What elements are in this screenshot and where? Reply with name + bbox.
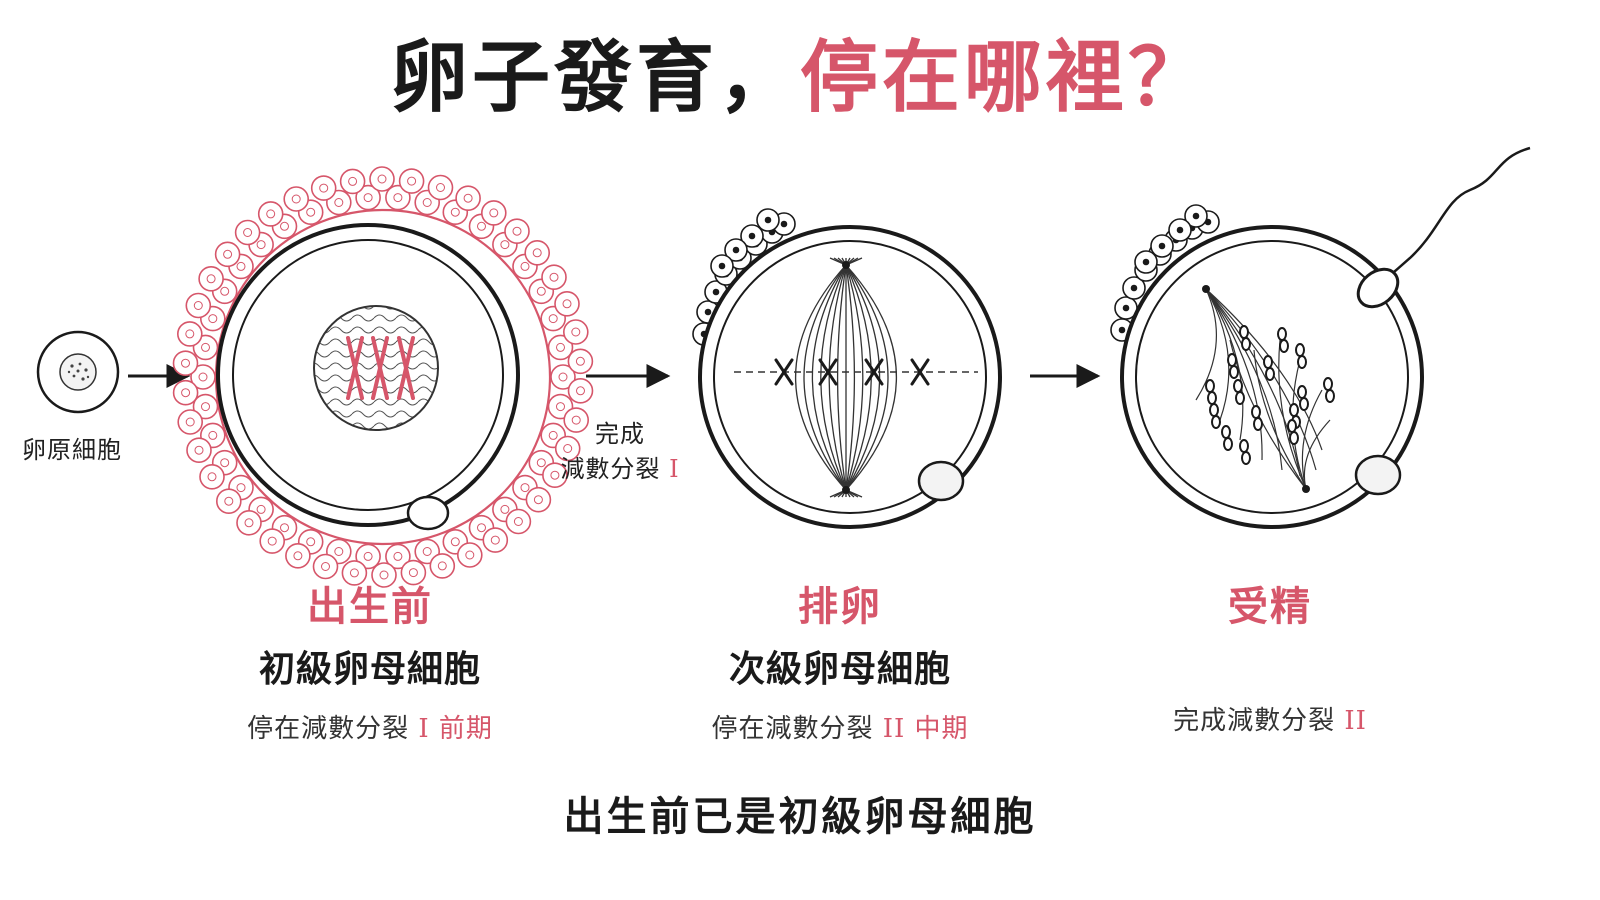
stage-name: 出生前 — [307, 584, 433, 630]
chromatid — [1251, 405, 1261, 419]
stage-block-ovulation: 排卵 次級卵母細胞 停在減數分裂 II 中期 — [660, 574, 1020, 745]
title-accent: 停在哪裡？ — [800, 33, 1211, 123]
chromatid — [1205, 379, 1215, 393]
chromatid — [1277, 327, 1287, 341]
cell-name: 次級卵母細胞 — [728, 649, 951, 690]
stage-detail: 完成減數分裂 II — [1173, 706, 1367, 736]
secondary-oocyte — [692, 208, 1002, 529]
stage-detail: 停在減數分裂 I 前期 — [247, 714, 493, 744]
stage-block-before-birth: 出生前 初級卵母細胞 停在減數分裂 I 前期 — [190, 574, 550, 745]
stage-name: 排卵 — [798, 584, 882, 630]
chromatid — [1323, 377, 1333, 391]
chromatid — [1289, 403, 1299, 417]
title-main: 卵子發育， — [389, 33, 800, 123]
oogonium-cell — [36, 330, 120, 414]
meiosis-i-note-line2: 減數分裂 I — [560, 455, 680, 483]
cell-name: 初級卵母細胞 — [258, 649, 481, 690]
chromatid — [1239, 439, 1249, 453]
fertilized-oocyte — [1110, 146, 1531, 529]
meiosis-i-note: 完成 減數分裂 I — [560, 414, 680, 484]
cell-name — [1090, 640, 1450, 684]
chromatid — [1239, 325, 1249, 339]
stage-block-fertilization: 受精 完成減數分裂 II — [1090, 574, 1450, 737]
chromatid-group — [1205, 325, 1335, 465]
spindle — [795, 257, 897, 498]
page-title: 卵子發育，停在哪裡？ — [0, 28, 1600, 128]
chromatid — [1227, 353, 1237, 367]
chromatid — [1297, 385, 1307, 399]
chromosome-icon — [774, 358, 930, 386]
chromatid — [1233, 379, 1243, 393]
primary-oocyte — [172, 166, 594, 588]
chromatid — [1295, 343, 1305, 357]
bottom-caption: 出生前已是初級卵母細胞 — [563, 794, 1037, 840]
chromatid — [1263, 355, 1273, 369]
chromatid — [1221, 425, 1231, 439]
nucleus — [313, 305, 439, 431]
stage-detail: 停在減數分裂 II 中期 — [711, 714, 969, 744]
chromatid — [1209, 403, 1219, 417]
chromatid — [1287, 419, 1297, 433]
sperm-icon — [1356, 146, 1531, 309]
oogonium-label: 卵原細胞 — [22, 436, 122, 464]
follicle-cells — [172, 166, 594, 588]
stage-name: 受精 — [1228, 584, 1312, 630]
chromosome-icon — [346, 336, 415, 400]
meiosis-i-note-line1: 完成 — [595, 420, 645, 448]
